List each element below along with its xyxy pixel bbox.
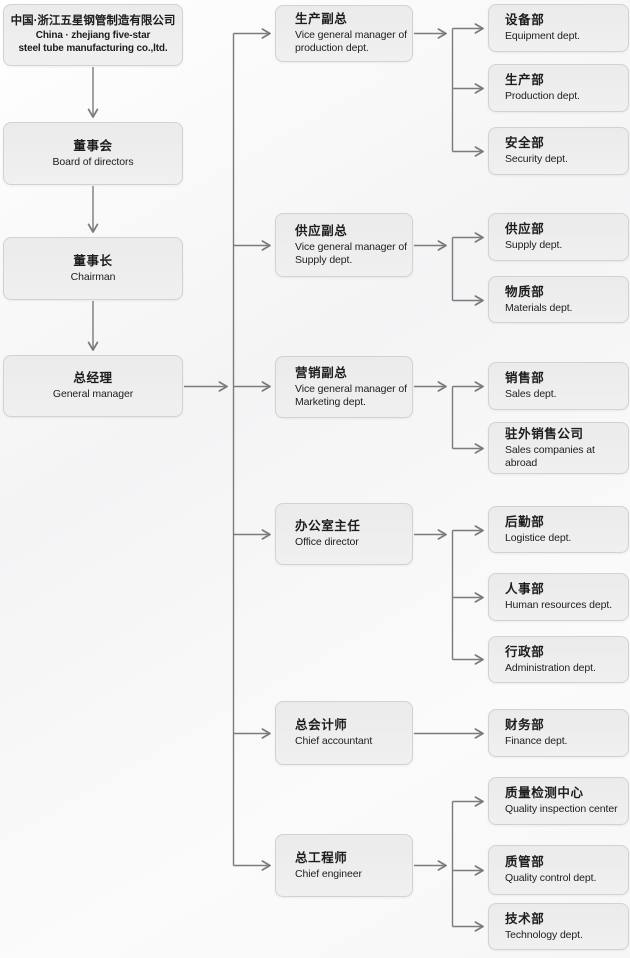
node-company: 中国·浙江五星钢管制造有限公司 China · zhejiang five-st… xyxy=(3,4,183,66)
node-production-dept: 生产部 Production dept. xyxy=(488,64,629,112)
node-chief-accountant: 总会计师 Chief accountant xyxy=(275,701,413,765)
node-title-en: Quality inspection center xyxy=(505,803,618,816)
node-title-zh: 生产副总 xyxy=(295,12,348,27)
node-chairman: 董事长 Chairman xyxy=(3,237,183,300)
node-vp-production: 生产副总 Vice general manager of production … xyxy=(275,5,413,62)
company-title-en: China · zhejiang five-star steel tube ma… xyxy=(18,30,168,55)
node-title-zh: 技术部 xyxy=(505,911,545,926)
node-logistics-dept: 后勤部 Logistice dept. xyxy=(488,506,629,553)
node-title-zh: 人事部 xyxy=(505,582,545,597)
node-title-en: Board of directors xyxy=(52,155,134,168)
node-board-of-directors: 董事会 Board of directors xyxy=(3,122,183,185)
node-quality-inspection-center: 质量检测中心 Quality inspection center xyxy=(488,777,629,825)
node-title-en: Technology dept. xyxy=(505,928,583,941)
node-title-zh: 总经理 xyxy=(73,371,113,386)
engineer-group-connectors xyxy=(414,796,484,932)
node-title-en: Security dept. xyxy=(505,153,568,166)
node-title-zh: 董事长 xyxy=(73,253,113,268)
office-group-connectors xyxy=(414,525,484,665)
node-title-en: General manager xyxy=(52,388,134,401)
node-title-en: Administration dept. xyxy=(505,661,596,674)
node-materials-dept: 物质部 Materials dept. xyxy=(488,276,629,323)
node-title-zh: 财务部 xyxy=(505,718,545,733)
node-title-en: Vice general manager of production dept. xyxy=(295,29,407,55)
node-quality-control-dept: 质管部 Quality control dept. xyxy=(488,845,629,895)
node-office-director: 办公室主任 Office director xyxy=(275,503,413,565)
node-title-zh: 行政部 xyxy=(505,644,545,659)
node-vp-marketing: 营销副总 Vice general manager of Marketing d… xyxy=(275,356,413,418)
node-title-en: Production dept. xyxy=(505,90,580,103)
node-title-zh: 质量检测中心 xyxy=(505,786,584,801)
node-title-zh: 质管部 xyxy=(505,855,545,870)
node-title-en: Office director xyxy=(295,536,359,549)
trunk-branches xyxy=(233,28,271,871)
node-title-zh: 总工程师 xyxy=(295,850,348,865)
node-title-en: Materials dept. xyxy=(505,301,573,314)
node-chief-engineer: 总工程师 Chief engineer xyxy=(275,834,413,897)
trunk-line xyxy=(184,33,235,866)
node-security-dept: 安全部 Security dept. xyxy=(488,127,629,175)
node-technology-dept: 技术部 Technology dept. xyxy=(488,903,629,950)
node-title-zh: 供应部 xyxy=(505,222,545,237)
node-title-zh: 销售部 xyxy=(505,371,545,386)
node-administration-dept: 行政部 Administration dept. xyxy=(488,636,629,683)
node-title-zh: 生产部 xyxy=(505,73,545,88)
node-general-manager: 总经理 General manager xyxy=(3,355,183,417)
node-sales-dept: 销售部 Sales dept. xyxy=(488,362,629,410)
node-title-zh: 物质部 xyxy=(505,284,545,299)
node-vp-supply: 供应副总 Vice general manager of Supply dept… xyxy=(275,213,413,277)
node-title-en: Finance dept. xyxy=(505,735,568,748)
node-title-en: Human resources dept. xyxy=(505,599,613,612)
node-title-zh: 后勤部 xyxy=(505,514,545,529)
node-title-en: Chairman xyxy=(70,270,116,283)
node-title-zh: 办公室主任 xyxy=(295,519,361,534)
node-title-zh: 设备部 xyxy=(505,13,545,28)
node-title-en: Vice general manager of Supply dept. xyxy=(295,240,407,266)
node-title-en: Logistice dept. xyxy=(505,531,572,544)
node-title-zh: 供应副总 xyxy=(295,223,348,238)
node-title-en: Chief accountant xyxy=(295,735,373,748)
node-title-zh: 总会计师 xyxy=(295,718,348,733)
marketing-group-connectors xyxy=(414,381,484,454)
node-title-en: Chief engineer xyxy=(295,867,362,880)
node-title-en: Vice general manager of Marketing dept. xyxy=(295,382,407,408)
node-human-resources-dept: 人事部 Human resources dept. xyxy=(488,573,629,621)
node-supply-dept: 供应部 Supply dept. xyxy=(488,213,629,261)
node-finance-dept: 财务部 Finance dept. xyxy=(488,709,629,757)
node-overseas-sales-companies: 驻外销售公司 Sales companies at abroad xyxy=(488,422,629,474)
company-title-zh: 中国·浙江五星钢管制造有限公司 xyxy=(10,14,176,27)
node-title-zh: 董事会 xyxy=(73,138,113,153)
production-group-connectors xyxy=(414,23,484,157)
node-title-en: Sales dept. xyxy=(505,388,557,401)
supply-group-connectors xyxy=(414,232,484,306)
node-title-en: Supply dept. xyxy=(505,239,563,252)
node-title-en: Quality control dept. xyxy=(505,872,597,885)
node-title-zh: 安全部 xyxy=(505,136,545,151)
node-title-en: Sales companies at abroad xyxy=(505,443,595,469)
node-equipment-dept: 设备部 Equipment dept. xyxy=(488,4,629,52)
node-title-zh: 营销副总 xyxy=(295,365,348,380)
node-title-en: Equipment dept. xyxy=(505,30,580,43)
node-title-zh: 驻外销售公司 xyxy=(505,426,584,441)
